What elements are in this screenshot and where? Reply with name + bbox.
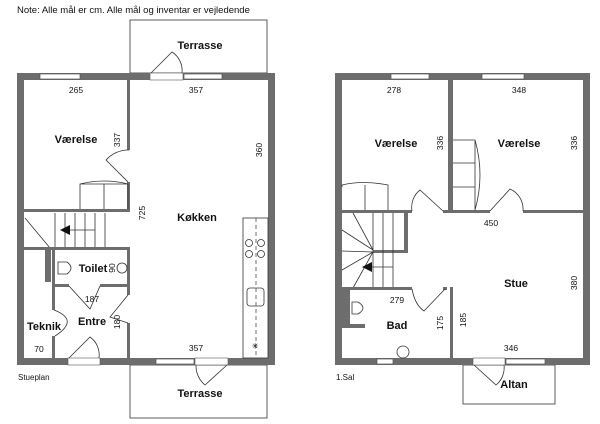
toilet-icon	[57, 261, 72, 275]
stove-icon	[245, 239, 265, 258]
window	[155, 358, 195, 365]
dim-label: 278	[387, 85, 401, 95]
dim-label: 357	[189, 85, 203, 95]
dim-label: 357	[189, 343, 203, 353]
dim-label: 450	[484, 218, 498, 228]
ground-floor-plan: ✳ Terrasse Terrasse Værelse Køkken Toile…	[17, 19, 275, 419]
window	[376, 358, 394, 365]
kitchen-counter	[242, 217, 269, 359]
room-teknik: Teknik	[27, 321, 62, 333]
dim-label: 90	[107, 263, 117, 273]
dim-label: 336	[435, 136, 445, 150]
sink-icon	[116, 262, 128, 274]
window	[39, 73, 81, 80]
dim-label: 346	[504, 343, 518, 353]
note-text: Note: Alle mål er cm. Alle mål og invent…	[17, 5, 250, 16]
entrance-door[interactable]	[67, 357, 101, 366]
light-icon: ✳	[251, 341, 259, 351]
window	[505, 358, 546, 365]
dim-label: 185	[458, 313, 468, 327]
dim-label: 279	[390, 295, 404, 305]
room-toilet: Toilet	[79, 263, 108, 275]
dim-label: 180	[112, 315, 122, 329]
sink-icon	[396, 345, 410, 359]
caption-1-sal: 1.Sal	[336, 373, 354, 382]
toilet-icon	[351, 301, 364, 315]
room-bad: Bad	[387, 320, 408, 332]
caption-stueplan: Stueplan	[18, 373, 50, 382]
room-kokken: Køkken	[177, 212, 217, 224]
room-altan: Altan	[500, 379, 528, 391]
door-terrace[interactable]	[149, 72, 184, 81]
dim-label: 337	[112, 133, 122, 147]
window	[390, 73, 430, 80]
door-terrace-bottom[interactable]	[194, 357, 229, 366]
dim-label: 187	[85, 294, 99, 304]
room-terrasse-top: Terrasse	[177, 40, 222, 52]
dim-label: 380	[569, 276, 579, 290]
kitchen-sink-icon	[246, 287, 265, 307]
dim-label: 336	[569, 136, 579, 150]
door-altan[interactable]	[472, 357, 506, 366]
room-vaerelse: Værelse	[55, 134, 98, 146]
dim-label: 725	[137, 206, 147, 220]
first-floor-plan: Værelse Værelse Stue Bad Altan 278 348 3…	[335, 73, 590, 405]
dim-label: 348	[512, 85, 526, 95]
room-entre: Entre	[78, 316, 106, 328]
room-vaerelse-2: Værelse	[498, 138, 541, 150]
dim-label: 175	[435, 316, 445, 330]
room-vaerelse-1: Værelse	[375, 138, 418, 150]
window	[481, 73, 525, 80]
window	[183, 73, 223, 80]
dim-label: 265	[69, 85, 83, 95]
dim-label: 70	[34, 344, 44, 354]
room-terrasse-bottom: Terrasse	[177, 388, 222, 400]
room-stue: Stue	[504, 278, 528, 290]
dim-label: 360	[254, 143, 264, 157]
